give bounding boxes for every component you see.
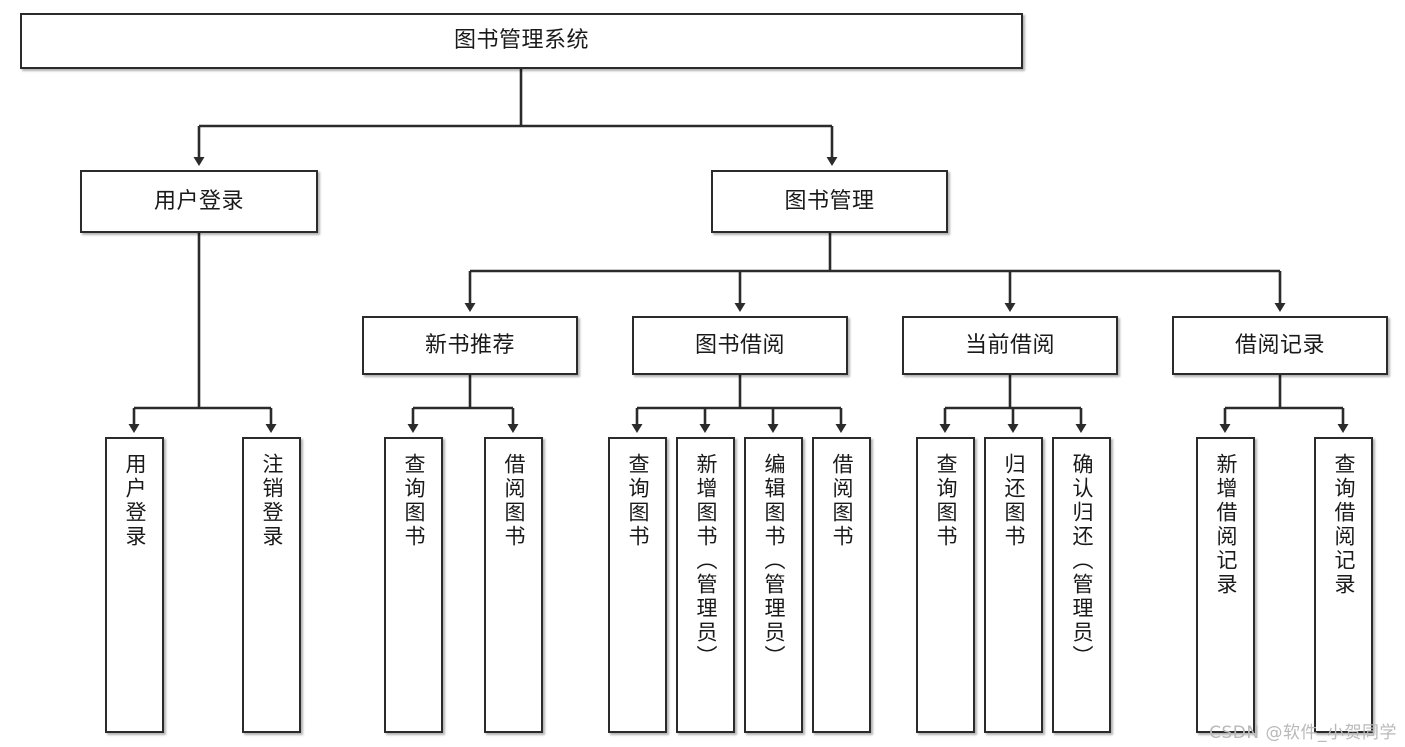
node-root-label: 图书管理系统 bbox=[453, 28, 589, 54]
node-borrowing-record-label: 借阅记录 bbox=[1234, 332, 1325, 358]
node-new-book-recommendation-label: 新书推荐 bbox=[424, 332, 515, 358]
leaf-borrow-books-borrowing-label: 借阅图书 bbox=[830, 453, 854, 549]
leaf-return-book[interactable]: 归还图书 bbox=[984, 437, 1043, 733]
leaf-edit-book-label: 编辑图书（管理员） bbox=[762, 453, 786, 669]
leaf-query-books-borrowing[interactable]: 查询图书 bbox=[608, 437, 667, 733]
node-current-borrowing-label: 当前借阅 bbox=[964, 332, 1055, 358]
leaf-add-borrow-record[interactable]: 新增借阅记录 bbox=[1196, 437, 1255, 733]
leaf-query-books-current[interactable]: 查询图书 bbox=[916, 437, 975, 733]
leaf-borrow-books-borrowing[interactable]: 借阅图书 bbox=[812, 437, 871, 733]
leaf-borrow-books-recommendation[interactable]: 借阅图书 bbox=[484, 437, 543, 733]
node-root[interactable]: 图书管理系统 bbox=[20, 13, 1023, 69]
leaf-borrow-books-recommendation-label: 借阅图书 bbox=[502, 453, 526, 549]
node-new-book-recommendation[interactable]: 新书推荐 bbox=[362, 316, 578, 375]
node-borrowing-record[interactable]: 借阅记录 bbox=[1172, 316, 1388, 375]
leaf-confirm-return-label: 确认归还（管理员） bbox=[1070, 453, 1094, 669]
leaf-query-books-recommendation-label: 查询图书 bbox=[402, 453, 426, 549]
leaf-query-books-recommendation[interactable]: 查询图书 bbox=[384, 437, 443, 733]
leaf-add-book-label: 新增图书（管理员） bbox=[694, 453, 718, 669]
leaf-query-borrow-record[interactable]: 查询借阅记录 bbox=[1314, 437, 1373, 733]
leaf-query-books-borrowing-label: 查询图书 bbox=[626, 453, 650, 549]
leaf-logout[interactable]: 注销登录 bbox=[242, 437, 301, 733]
leaf-user-login[interactable]: 用户登录 bbox=[105, 437, 164, 733]
leaf-return-book-label: 归还图书 bbox=[1002, 453, 1026, 549]
node-book-management-label: 图书管理 bbox=[784, 188, 875, 214]
node-current-borrowing[interactable]: 当前借阅 bbox=[902, 316, 1118, 375]
watermark: CSDN @软件_小贺同学 bbox=[1209, 723, 1397, 743]
leaf-confirm-return[interactable]: 确认归还（管理员） bbox=[1052, 437, 1111, 733]
leaf-add-borrow-record-label: 新增借阅记录 bbox=[1214, 453, 1238, 597]
node-book-management[interactable]: 图书管理 bbox=[711, 170, 948, 233]
leaf-query-borrow-record-label: 查询借阅记录 bbox=[1332, 453, 1356, 597]
leaf-user-login-label: 用户登录 bbox=[123, 453, 147, 549]
leaf-logout-label: 注销登录 bbox=[260, 453, 284, 549]
leaf-query-books-current-label: 查询图书 bbox=[934, 453, 958, 549]
node-book-borrowing-label: 图书借阅 bbox=[694, 332, 785, 358]
leaf-edit-book[interactable]: 编辑图书（管理员） bbox=[744, 437, 803, 733]
node-user-login-label: 用户登录 bbox=[153, 188, 244, 214]
leaf-add-book[interactable]: 新增图书（管理员） bbox=[676, 437, 735, 733]
node-user-login[interactable]: 用户登录 bbox=[80, 170, 318, 233]
node-book-borrowing[interactable]: 图书借阅 bbox=[632, 316, 848, 375]
